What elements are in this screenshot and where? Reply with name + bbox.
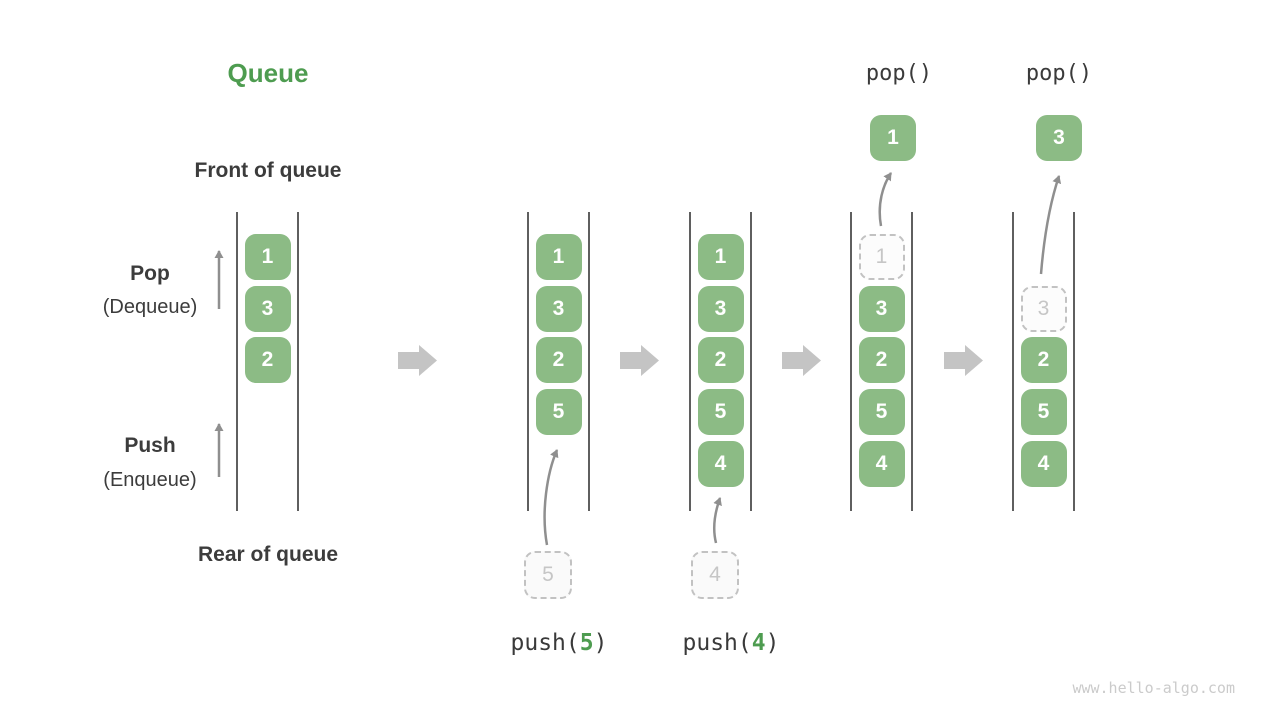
push-call-label-5: push(5): [510, 630, 608, 656]
queue-element: 4: [697, 441, 744, 487]
push-label: Push: [124, 434, 176, 457]
transition-arrow-2: [620, 345, 659, 376]
diagram-title: Queue: [227, 58, 309, 88]
dequeue-label: (Dequeue): [102, 296, 198, 318]
pop-call-label-2: pop(): [1025, 61, 1093, 86]
pushed-value-box-4: 4: [691, 551, 739, 599]
queue-element: 2: [858, 337, 905, 383]
queue-element-ghost: 1: [858, 234, 905, 280]
queue-state-2: 1 3 2 5: [527, 212, 590, 511]
front-of-queue-label: Front of queue: [194, 159, 342, 182]
transition-arrow-4: [944, 345, 983, 376]
pushed-value-box-5: 5: [524, 551, 572, 599]
queue-element: 4: [1020, 441, 1067, 487]
queue-element: 1: [535, 234, 582, 280]
queue-element: 3: [697, 286, 744, 332]
queue-element: 4: [858, 441, 905, 487]
transition-arrow-3: [782, 345, 821, 376]
queue-state-5: 3 2 5 4: [1012, 212, 1075, 511]
push-call-label-4: push(4): [682, 630, 780, 656]
queue-element: 5: [1020, 389, 1067, 435]
pop-label: Pop: [130, 262, 170, 285]
queue-element-ghost: 3: [1020, 286, 1067, 332]
enqueue-label: (Enqueue): [103, 469, 197, 491]
popped-value-box-1: 1: [870, 115, 916, 161]
queue-element: 5: [535, 389, 582, 435]
watermark: www.hello-algo.com: [1072, 679, 1235, 697]
queue-element: 2: [535, 337, 582, 383]
queue-element: 3: [244, 286, 291, 332]
queue-element: 3: [535, 286, 582, 332]
queue-element: 2: [697, 337, 744, 383]
rear-of-queue-label: Rear of queue: [197, 543, 339, 566]
queue-element: 1: [697, 234, 744, 280]
queue-element: 5: [858, 389, 905, 435]
queue-state-4: 1 3 2 5 4: [850, 212, 913, 511]
popped-value-box-3: 3: [1036, 115, 1082, 161]
transition-arrow-1: [398, 345, 437, 376]
queue-element: 1: [244, 234, 291, 280]
queue-state-1: 1 3 2: [236, 212, 299, 511]
pop-call-label-1: pop(): [865, 61, 933, 86]
queue-state-3: 1 3 2 5 4: [689, 212, 752, 511]
queue-element: 5: [697, 389, 744, 435]
queue-element: 2: [244, 337, 291, 383]
queue-element: 3: [858, 286, 905, 332]
queue-element: 2: [1020, 337, 1067, 383]
